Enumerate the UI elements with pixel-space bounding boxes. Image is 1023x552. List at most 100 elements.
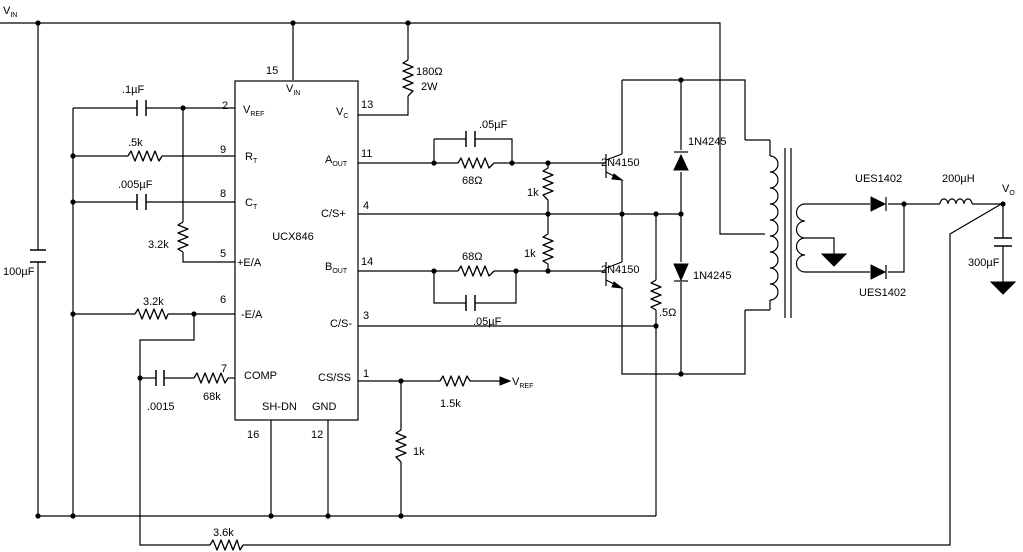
pin-number-8: 8 xyxy=(220,188,226,200)
label-r-cs: 1.5k xyxy=(440,398,461,410)
resistor-rt xyxy=(127,150,163,162)
pin-number-11: 11 xyxy=(361,148,372,160)
label-r-3-2k-b: 3.2k xyxy=(143,296,164,308)
pin-number-5: 5 xyxy=(220,248,226,260)
pin-number-12: 12 xyxy=(311,429,323,441)
pin-number-2: 2 xyxy=(222,100,228,112)
pin-number-9: 9 xyxy=(220,144,226,156)
transistor-b xyxy=(605,261,624,289)
label-c-comp: .0015 xyxy=(147,401,175,413)
ic-name: UCX846 xyxy=(272,231,314,243)
ic-body xyxy=(234,80,359,421)
pin-label-minus-ea: -E/A xyxy=(241,309,263,321)
label-l-out: 200µH xyxy=(942,173,975,185)
label-d-a: 1N4245 xyxy=(688,136,727,148)
component-labels: .1µF .5k .005µF 3.2k 3.2k 100µF .0015 68… xyxy=(3,66,1000,539)
label-c-bulk: 100µF xyxy=(3,266,35,278)
ground-output-symbol xyxy=(989,281,1017,295)
pin-number-3: 3 xyxy=(363,310,369,322)
pin-label-aout: A xyxy=(325,154,333,166)
capacitor-0-005uf xyxy=(136,194,147,210)
resistor-sense xyxy=(650,279,662,311)
pin-number-1: 1 xyxy=(363,368,369,380)
label-r-1k-a: 1k xyxy=(527,187,539,199)
junction-dots xyxy=(35,20,1006,519)
resistor-3-2k-horizontal xyxy=(134,308,169,320)
resistor-68-ohm-b xyxy=(457,265,495,277)
pin-label-rt: R xyxy=(245,151,253,163)
pin-number-4: 4 xyxy=(363,200,369,212)
diode-output-b xyxy=(870,264,887,280)
resistor-68k xyxy=(193,372,229,384)
transistor-a xyxy=(605,153,624,181)
resistor-180-ohm xyxy=(402,59,414,97)
capacitor-0-05uf-a xyxy=(465,131,476,147)
pin-label-bout: B xyxy=(325,261,332,273)
transformer xyxy=(769,140,806,318)
capacitor-0-0015 xyxy=(155,370,165,386)
vref-arrow-icon xyxy=(499,376,512,386)
pin-number-6: 6 xyxy=(220,294,226,306)
label-r-rt: .5k xyxy=(128,137,143,149)
pin-label-plus-ea: +E/A xyxy=(237,257,262,269)
svg-text:BOUT: BOUT xyxy=(325,261,348,275)
label-q-b: 2N4150 xyxy=(601,264,640,276)
label-r-vc-power: 2W xyxy=(421,81,438,93)
svg-text:VIN: VIN xyxy=(3,5,17,19)
resistor-68-ohm-a xyxy=(457,157,495,169)
pin-label-comp: COMP xyxy=(244,370,277,382)
label-d-b: 1N4245 xyxy=(693,270,732,282)
capacitors xyxy=(30,100,1012,386)
label-r-sense: .5Ω xyxy=(659,307,676,319)
wires xyxy=(0,22,1004,546)
svg-text:CT: CT xyxy=(245,197,258,211)
svg-text:AOUT: AOUT xyxy=(325,154,348,168)
resistor-1k-upper xyxy=(542,167,554,201)
ic-pin-labels: VIN VREF RT CT +E/A -E/A COMP V C AOUT C/… xyxy=(237,83,352,413)
label-r-comp: 68k xyxy=(203,391,221,403)
label-r-1k-b: 1k xyxy=(524,248,536,260)
resistor-1k-soft-start xyxy=(395,429,407,463)
pin-label-cs-plus: C/S+ xyxy=(321,208,346,220)
capacitor-0-1uf xyxy=(136,100,147,116)
pin-label-vc: V xyxy=(336,106,344,118)
label-c-ct: .005µF xyxy=(118,179,153,191)
resistor-1-5k xyxy=(439,375,471,387)
label-r-b: 68Ω xyxy=(462,251,482,263)
label-c-out: 300µF xyxy=(968,257,1000,269)
label-r-ss: 1k xyxy=(413,446,425,458)
pin-number-15: 15 xyxy=(266,65,278,77)
resistors xyxy=(127,59,662,551)
diode-lower xyxy=(673,263,689,282)
pin-label-cs-ss: CS/SS xyxy=(318,372,351,384)
label-c-vin: .1µF xyxy=(122,84,145,96)
label-r-vc-value: 180Ω xyxy=(416,66,443,78)
capacitor-100uf xyxy=(30,249,46,263)
label-c-a: .05µF xyxy=(479,119,508,131)
label-q-a: 2N4150 xyxy=(601,157,640,169)
ground-secondary-symbol xyxy=(820,253,848,267)
pin-label-sh-dn: SH-DN xyxy=(262,401,297,413)
output-inductor xyxy=(939,198,973,205)
diode-output-a xyxy=(870,196,887,212)
svg-text:VO: VO xyxy=(1002,183,1015,197)
net-label-vref: V xyxy=(512,376,520,388)
resistor-3-6k xyxy=(209,539,244,551)
pin-number-13: 13 xyxy=(361,99,373,111)
capacitor-300uf xyxy=(994,237,1012,247)
ic-pin-numbers: 15 2 9 8 5 6 7 13 11 4 14 3 1 16 12 xyxy=(220,65,373,441)
pin-label-ct: C xyxy=(245,197,253,209)
net-label-vin: V xyxy=(3,5,11,17)
capacitor-0-05uf-b xyxy=(465,295,476,311)
label-c-b: .05µF xyxy=(473,316,502,328)
svg-text:VREF: VREF xyxy=(512,376,533,390)
pin-number-7: 7 xyxy=(221,363,227,375)
pin-label-vref: V xyxy=(243,104,251,116)
svg-text:VREF: VREF xyxy=(243,104,264,118)
svg-text:VIN: VIN xyxy=(286,83,300,97)
pin-number-16: 16 xyxy=(247,429,259,441)
label-d-out-a: UES1402 xyxy=(855,173,902,185)
diode-upper xyxy=(673,151,689,171)
svg-text:RT: RT xyxy=(245,151,258,165)
